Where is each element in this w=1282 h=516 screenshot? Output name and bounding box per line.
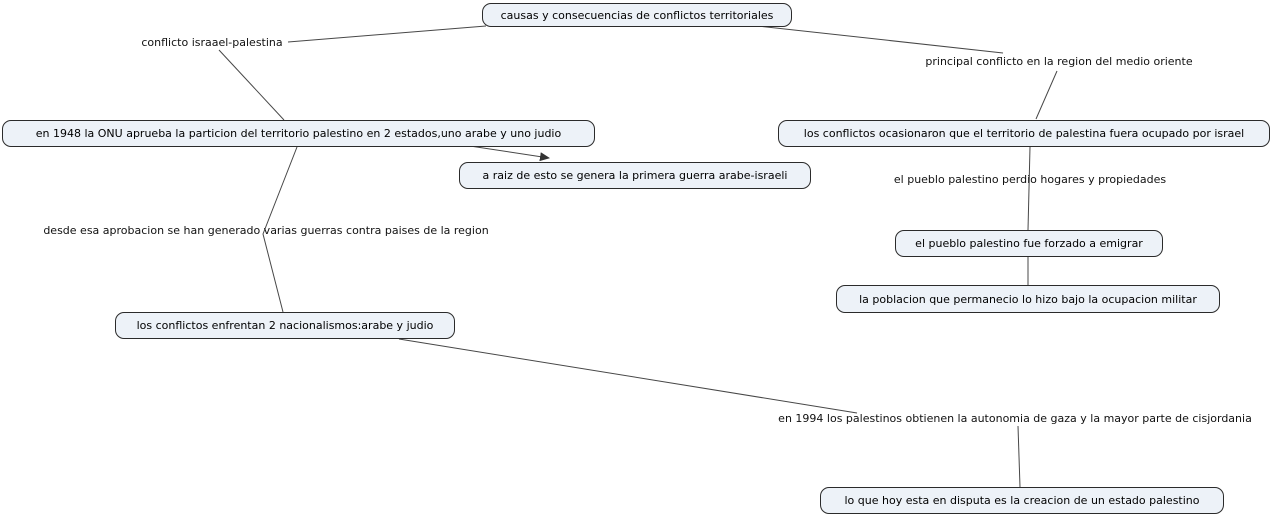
edge-autonomia-to-disputa [1017, 425, 1021, 488]
concept-node-primera-guerra[interactable]: a raiz de esto se genera la primera guer… [459, 162, 811, 189]
edge-root-to-principal [757, 25, 1004, 54]
linking-phrase-perdio-hogares[interactable]: el pueblo palestino perdio hogares y pro… [893, 173, 1167, 186]
linking-phrase-autonomia-1994[interactable]: en 1994 los palestinos obtienen la auton… [778, 412, 1252, 425]
concept-node-root[interactable]: causas y consecuencias de conflictos ter… [482, 3, 792, 27]
linking-phrase-conflicto-israel-palestina[interactable]: conflicto israael-palestina [141, 36, 283, 49]
linking-phrase-principal-conflicto[interactable]: principal conflicto en la region del med… [925, 55, 1193, 68]
concept-node-estado-en-disputa[interactable]: lo que hoy esta en disputa es la creacio… [820, 487, 1224, 514]
concept-node-ocupacion-militar[interactable]: la poblacion que permanecio lo hizo bajo… [836, 285, 1220, 313]
linking-phrase-varias-guerras[interactable]: desde esa aprobacion se han generado var… [43, 224, 489, 237]
edge-ocupado-to-emigrar [1027, 146, 1031, 231]
edge-conflicto-to-particion [218, 49, 285, 121]
edge-root-to-conflicto [287, 25, 487, 43]
concept-node-forzado-emigrar[interactable]: el pueblo palestino fue forzado a emigra… [895, 230, 1163, 257]
concept-node-dos-nacionalismos[interactable]: los conflictos enfrentan 2 nacionalismos… [115, 312, 455, 339]
concept-node-particion-1948[interactable]: en 1948 la ONU aprueba la particion del … [2, 120, 595, 147]
edge-particion-to-guerra-arrow [469, 145, 550, 162]
edge-principal-to-ocupado [1035, 70, 1058, 120]
concept-node-territorio-ocupado[interactable]: los conflictos ocasionaron que el territ… [778, 120, 1270, 147]
edge-nacionalismos-to-autonomia [398, 338, 858, 414]
